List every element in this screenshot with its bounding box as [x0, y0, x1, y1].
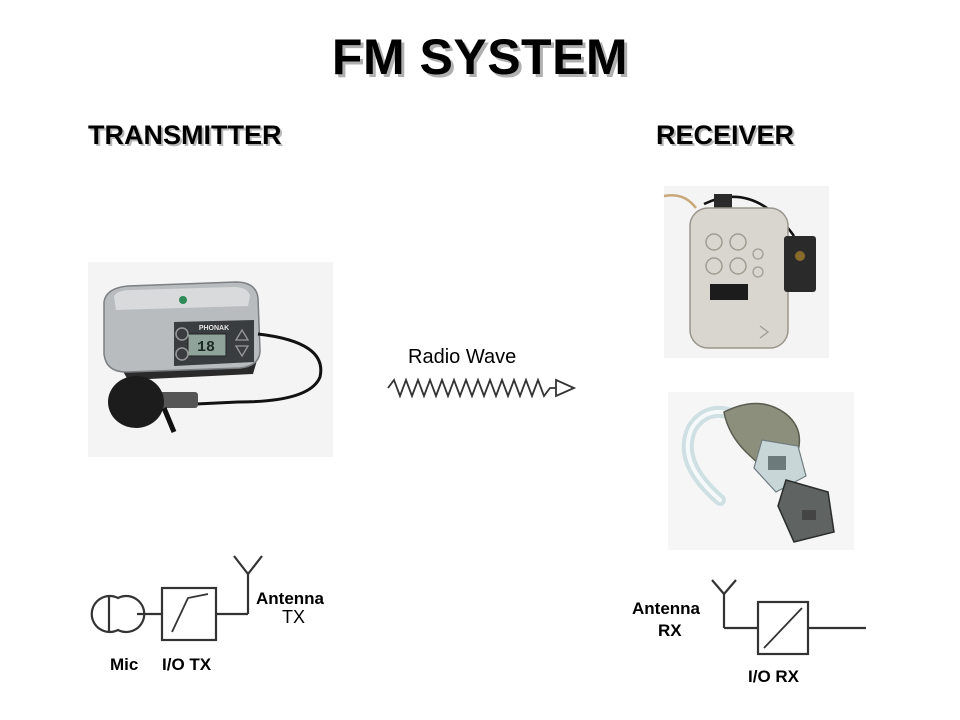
receiver-schematic: [711, 579, 866, 656]
mic-symbol: [90, 594, 146, 634]
rx-antenna-sub-label: RX: [658, 621, 682, 640]
io-rx-label: I/O RX: [748, 667, 800, 686]
slide-title: FM SYSTEM: [331, 29, 629, 85]
transmitter-schematic: [90, 555, 263, 642]
device-brand-text: PHONAK: [199, 325, 229, 332]
tx-antenna-sub-label: TX: [282, 607, 306, 627]
radio-wave-zigzag: [387, 377, 577, 399]
io-tx-box: [160, 586, 218, 642]
rx-antenna-label: Antenna: [632, 599, 700, 618]
tx-antenna-label: Antenna: [256, 589, 324, 608]
mic-label: Mic: [110, 655, 139, 674]
transmitter-heading: TRANSMITTER: [88, 120, 282, 150]
receiver-heading: RECEIVER: [656, 120, 795, 150]
device-display-readout: 18: [197, 339, 215, 356]
radio-wave-label: Radio Wave: [408, 346, 517, 368]
receiver-device-image: [663, 186, 829, 358]
hearing-aid-image: [668, 392, 854, 550]
io-tx-label: I/O TX: [162, 655, 212, 674]
transmitter-device-image: 18 PHONAK: [88, 262, 333, 457]
